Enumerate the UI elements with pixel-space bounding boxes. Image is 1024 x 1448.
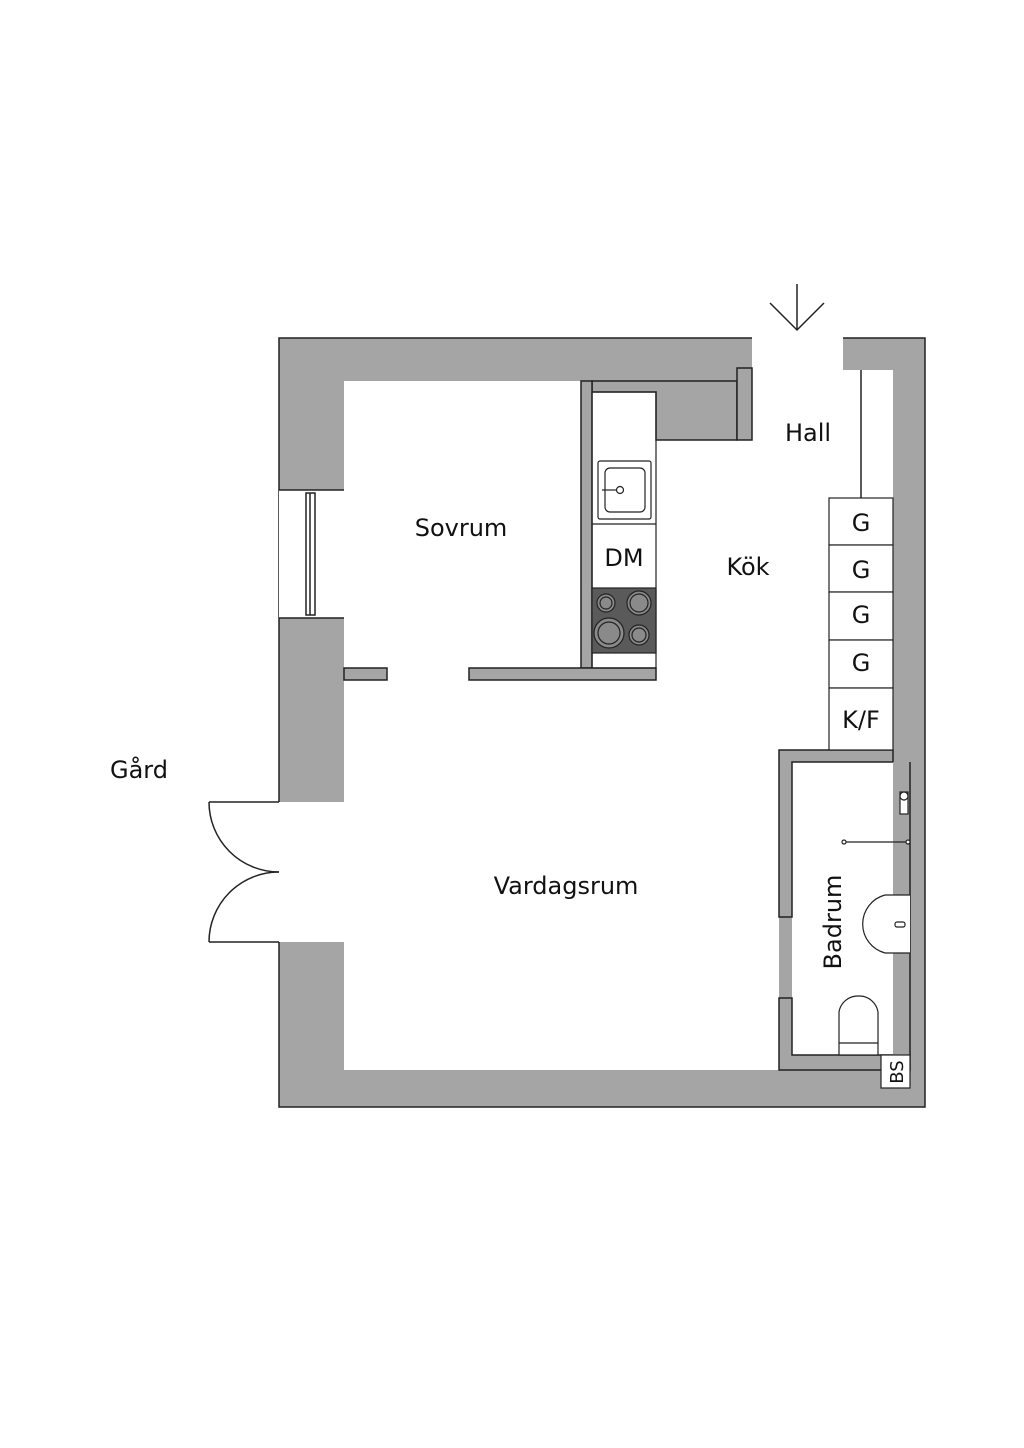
- room-label-vardagsrum: Vardagsrum: [494, 872, 639, 900]
- washbasin-icon: [862, 894, 910, 954]
- dishwasher-label: DM: [604, 544, 643, 572]
- room-label-kok: Kök: [726, 553, 769, 581]
- room-label-hall: Hall: [785, 419, 831, 447]
- bathroom-fixtures: [838, 791, 911, 1089]
- cabinets: [828, 497, 894, 751]
- cabinet-label: G: [852, 556, 871, 584]
- kitchen-counter: [591, 391, 657, 669]
- window: [279, 489, 344, 619]
- area-label-gard: Gård: [110, 755, 168, 784]
- patio-door[interactable]: [208, 801, 280, 943]
- cabinet-label: G: [852, 649, 871, 677]
- cabinet-label: K/F: [842, 706, 880, 734]
- cabinet-label: G: [852, 601, 871, 629]
- bs-label: BS: [887, 1060, 908, 1083]
- entrance-arrow-icon: [769, 284, 825, 332]
- room-label-sovrum: Sovrum: [415, 514, 508, 542]
- toilet-icon: [838, 995, 879, 1056]
- room-label-badrum: Badrum: [819, 875, 847, 970]
- cabinet-label: G: [852, 509, 871, 537]
- floor-area: [278, 337, 910, 1070]
